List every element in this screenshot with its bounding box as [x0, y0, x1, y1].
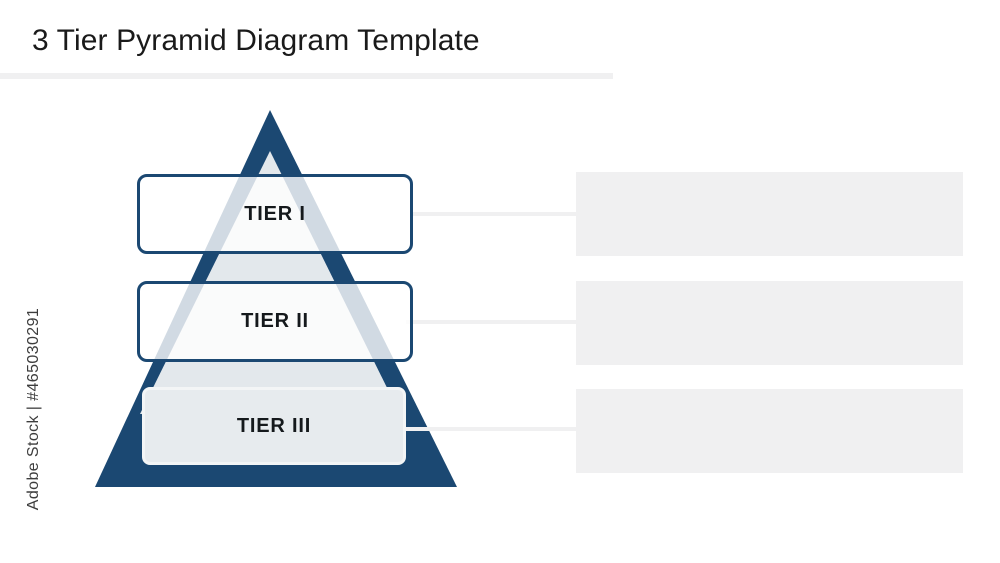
stock-watermark-label: Adobe Stock | #465030291 — [25, 307, 42, 511]
content-panel-tier-1[interactable] — [576, 172, 963, 256]
tier-label-1: TIER I — [244, 202, 306, 225]
tier-label-2: TIER II — [241, 310, 309, 332]
tier-label-3: TIER III — [236, 414, 312, 437]
tier-box-2[interactable]: TIER II — [137, 281, 413, 362]
title-underline-bar — [0, 73, 613, 79]
connector-line-tier-3 — [400, 427, 582, 431]
page-title: 3 Tier Pyramid Diagram Template — [32, 24, 480, 57]
connector-line-tier-1 — [412, 212, 582, 216]
content-panel-tier-3[interactable] — [576, 389, 963, 473]
tier-box-3[interactable]: TIER III — [142, 387, 406, 465]
tier-box-1[interactable]: TIER I — [137, 174, 413, 254]
connector-line-tier-2 — [406, 320, 582, 324]
content-panel-tier-2[interactable] — [576, 281, 963, 365]
